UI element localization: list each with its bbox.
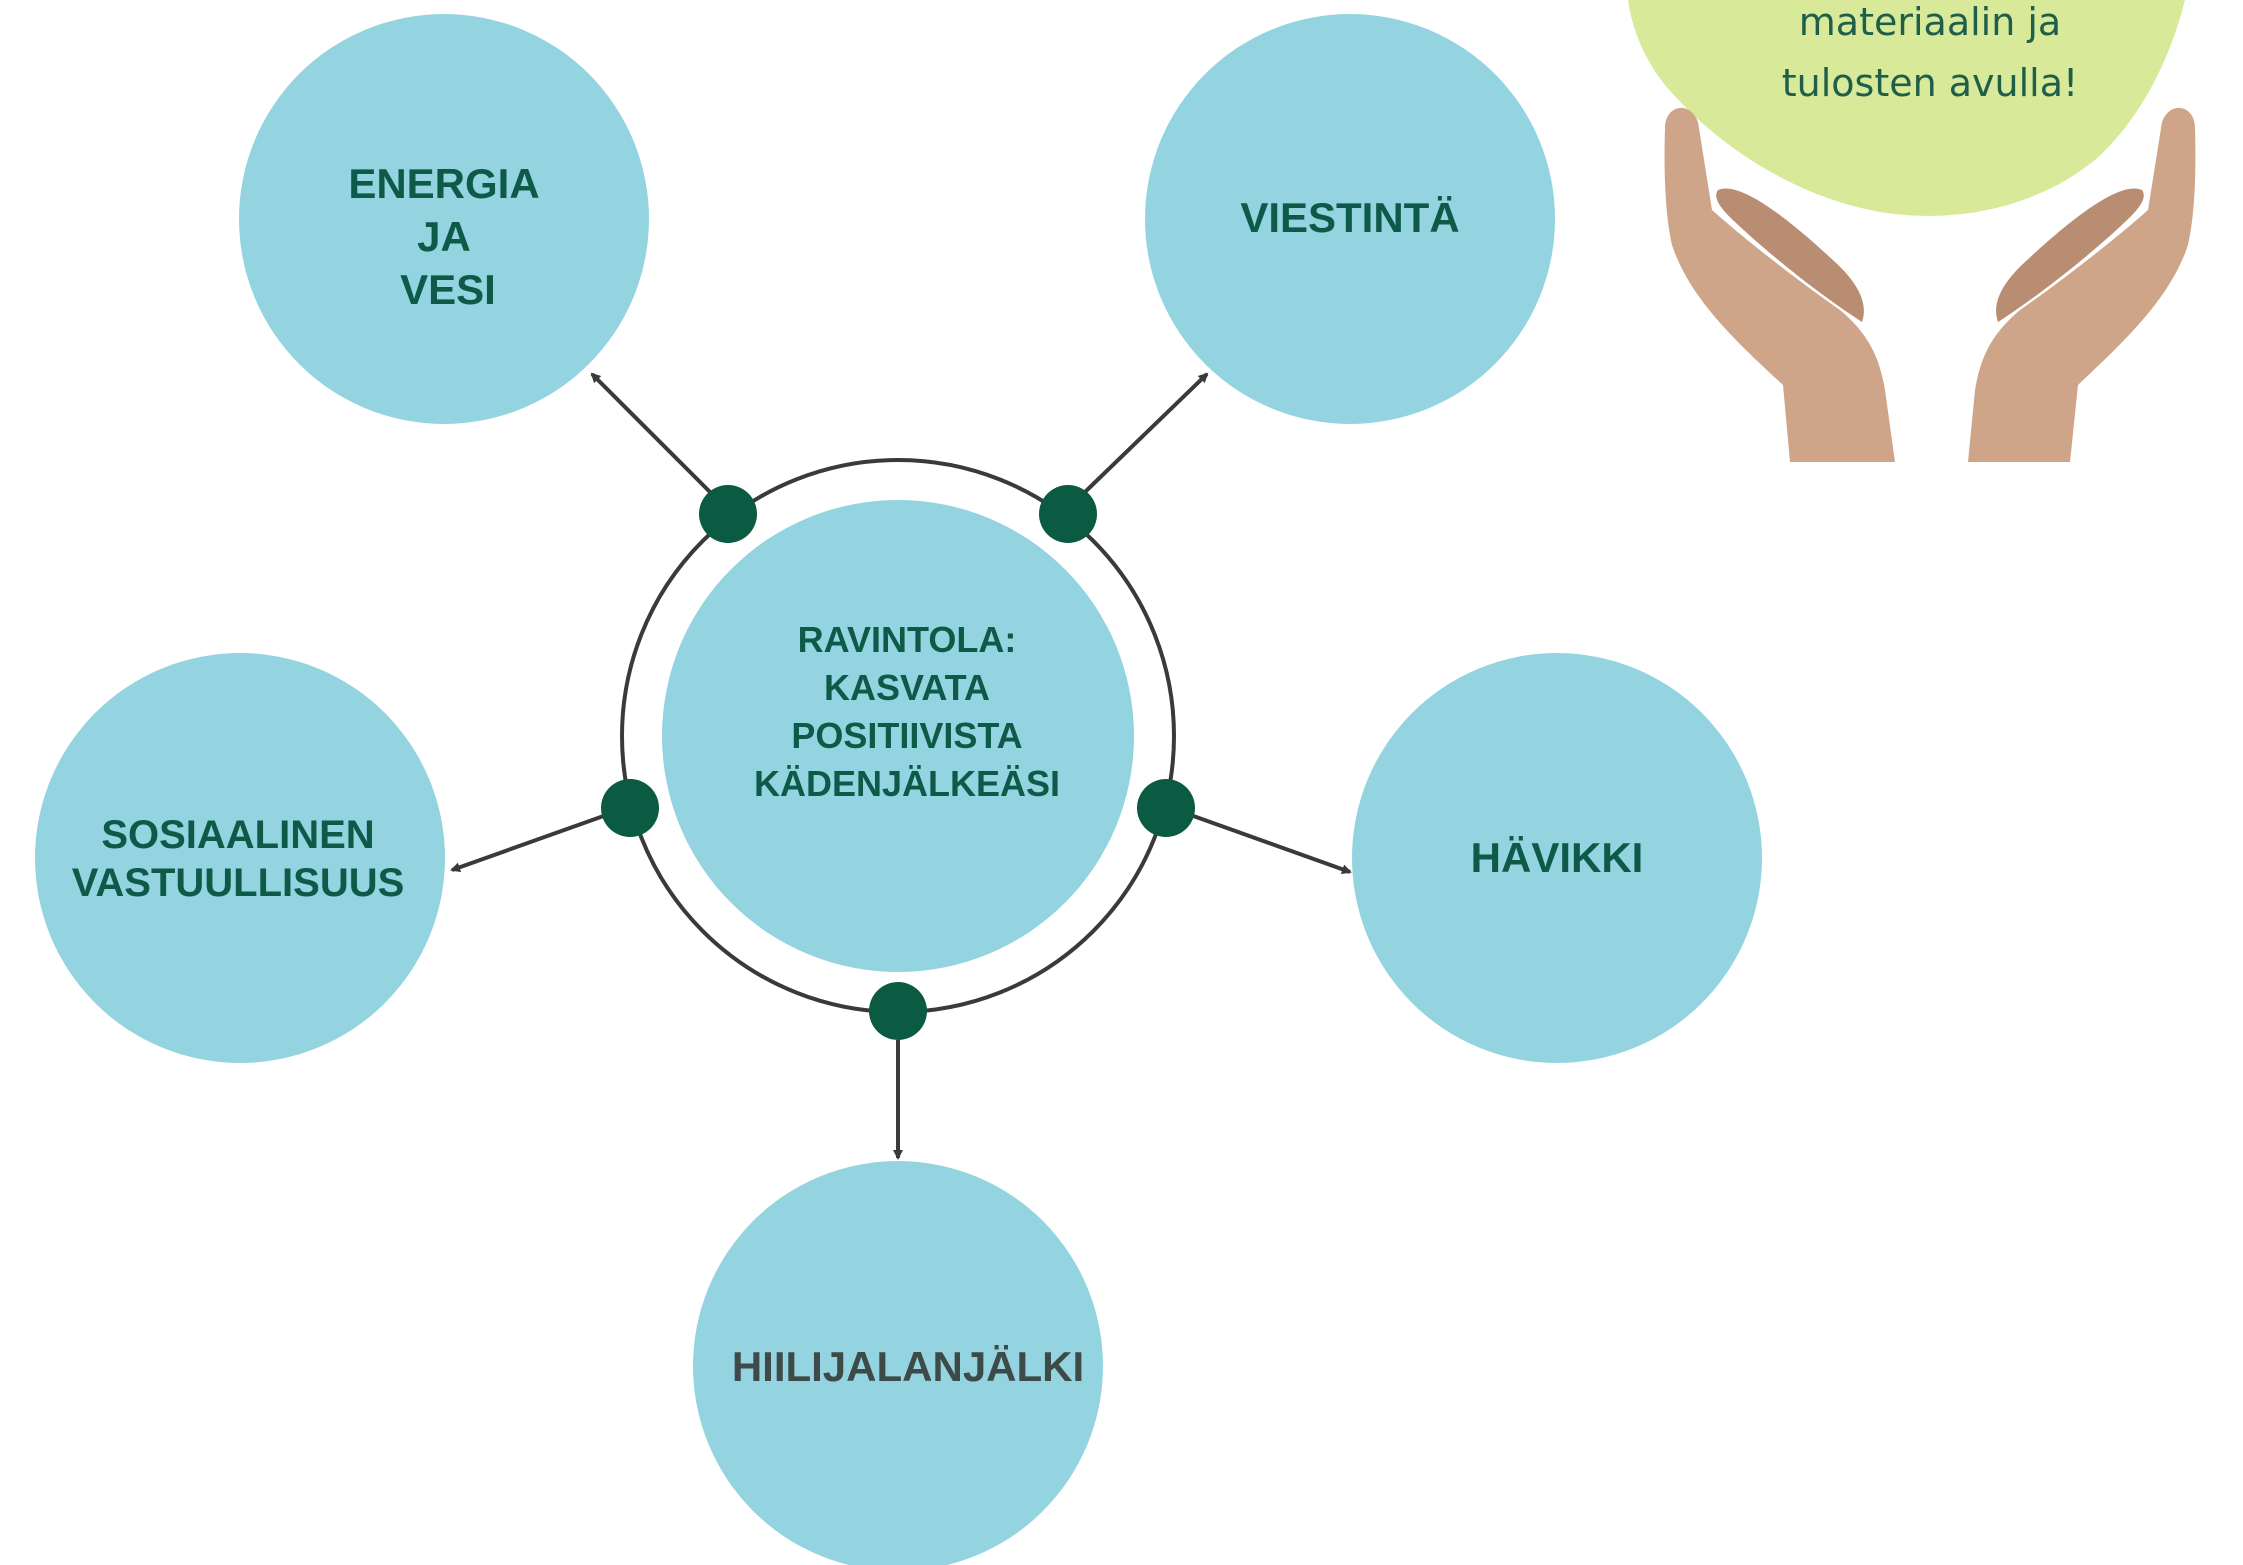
arrow-to-social bbox=[450, 811, 613, 873]
node-communication-label: VIESTINTÄ bbox=[1240, 194, 1459, 241]
center-circle bbox=[662, 500, 1134, 972]
connector-dots bbox=[601, 485, 1195, 1040]
left-thumb-icon bbox=[1716, 188, 1864, 322]
node-energy: ENERGIA JA VESI bbox=[239, 14, 649, 424]
hands-holding-icon bbox=[1664, 107, 2196, 462]
node-energy-circle bbox=[239, 14, 649, 424]
dot-communication bbox=[1039, 485, 1097, 543]
node-waste-circle bbox=[1352, 653, 1762, 1063]
callout: materiaalin ja tulosten avulla! bbox=[1628, 0, 2185, 216]
arrow-to-energy bbox=[590, 372, 712, 494]
node-waste: HÄVIKKI bbox=[1352, 653, 1762, 1063]
center-label-line-4: KÄDENJÄLKEÄSI bbox=[754, 763, 1060, 804]
connector-arrows bbox=[450, 372, 1352, 1160]
dot-waste bbox=[1137, 779, 1195, 837]
center-node: RAVINTOLA: KASVATA POSITIIVISTA KÄDENJÄL… bbox=[662, 500, 1134, 972]
left-hand-icon bbox=[1664, 107, 1895, 462]
center-label-line-2: KASVATA bbox=[824, 667, 990, 708]
callout-bubble bbox=[1628, 0, 2185, 216]
node-energy-line-3: VESI bbox=[400, 266, 496, 313]
dot-social bbox=[601, 779, 659, 837]
dot-energy bbox=[699, 485, 757, 543]
right-thumb-icon bbox=[1996, 188, 2144, 322]
node-communication: VIESTINTÄ bbox=[1145, 14, 1555, 424]
node-carbon: HIILIJALANJÄLKI bbox=[693, 1161, 1103, 1565]
node-carbon-circle bbox=[693, 1161, 1103, 1565]
dot-carbon bbox=[869, 982, 927, 1040]
center-label-line-3: POSITIIVISTA bbox=[791, 715, 1022, 756]
node-waste-label: HÄVIKKI bbox=[1471, 834, 1644, 881]
callout-line-2: tulosten avulla! bbox=[1782, 61, 2079, 105]
node-energy-line-2: JA bbox=[417, 213, 471, 260]
node-social: SOSIAALINEN VASTUULLISUUS bbox=[35, 653, 445, 1063]
node-carbon-label: HIILIJALANJÄLKI bbox=[732, 1343, 1084, 1390]
node-energy-line-1: ENERGIA bbox=[348, 160, 539, 207]
node-social-circle bbox=[35, 653, 445, 1063]
center-label-line-1: RAVINTOLA: bbox=[798, 619, 1017, 660]
node-social-line-2: VASTUULLISUUS bbox=[72, 861, 405, 905]
callout-line-1: materiaalin ja bbox=[1799, 0, 2061, 44]
arrow-to-waste bbox=[1184, 811, 1352, 875]
arrow-to-communication bbox=[1083, 372, 1209, 494]
node-communication-circle bbox=[1145, 14, 1555, 424]
node-social-line-1: SOSIAALINEN bbox=[101, 813, 374, 857]
right-hand-icon bbox=[1968, 107, 2196, 462]
